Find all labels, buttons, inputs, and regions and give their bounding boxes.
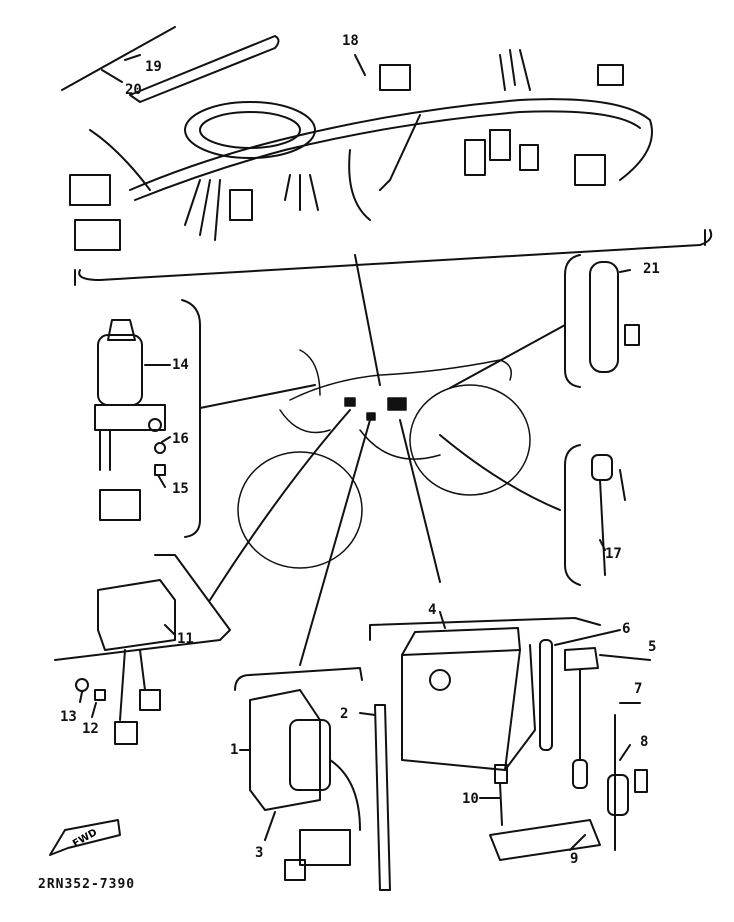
fwd-arrow xyxy=(49,819,121,856)
part-label-15: 15 xyxy=(172,481,189,497)
part-label-2: 2 xyxy=(340,706,349,722)
part-label-5: 5 xyxy=(648,639,657,655)
part-label-9: 9 xyxy=(570,851,579,867)
protector-19 xyxy=(129,35,280,103)
part-label-1: 1 xyxy=(230,742,239,758)
battery-4 xyxy=(401,627,536,771)
wire-harness xyxy=(69,49,713,281)
motorcycle-outline xyxy=(237,349,531,569)
part-label-11: 11 xyxy=(177,631,194,647)
part-label-10: 10 xyxy=(462,791,479,807)
part-label-7: 7 xyxy=(634,681,643,697)
part-label-6: 6 xyxy=(622,621,631,637)
part-label-19: 19 xyxy=(145,59,162,75)
battery-band-9 xyxy=(489,819,601,861)
part-label-14: 14 xyxy=(172,357,189,373)
part-label-4: 4 xyxy=(428,602,437,618)
part-label-3: 3 xyxy=(255,845,264,861)
part-label-17: 17 xyxy=(605,546,622,562)
part-label-21: 21 xyxy=(643,261,660,277)
part-label-8: 8 xyxy=(640,734,649,750)
part-label-20: 20 xyxy=(125,82,142,98)
part-label-13: 13 xyxy=(60,709,77,725)
cdi-unit-1 xyxy=(249,689,361,881)
drawing-code: 2RN352-7390 xyxy=(38,877,136,892)
part-label-18: 18 xyxy=(342,33,359,49)
part-label-16: 16 xyxy=(172,431,189,447)
part-label-12: 12 xyxy=(82,721,99,737)
main-switch-14 xyxy=(94,319,166,521)
cable-tie-20 xyxy=(61,26,176,91)
